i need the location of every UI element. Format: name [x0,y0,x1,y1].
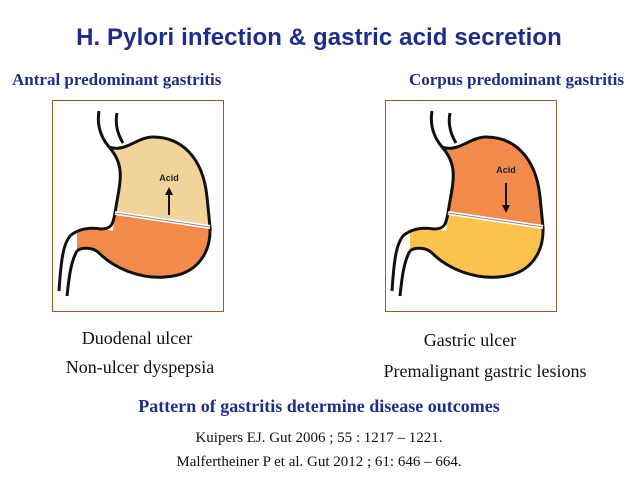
conclusion-text: Pattern of gastritis determine disease o… [138,396,500,416]
esophagus-outer-wall [96,110,111,148]
duodenum-wall [65,250,79,297]
corpus-stomach-panel: Acid [385,100,557,312]
stomach-greater-curvature [75,135,212,279]
region-divider-line [447,212,544,228]
antral-stomach-illustration: Acid [57,110,212,297]
arrow-head [502,205,510,213]
stomach-lesser-curvature [390,145,455,292]
acid-label: Acid [159,173,179,183]
esophagus-inner-wall [114,112,125,144]
duodenum-wall [398,250,412,297]
acid-up-arrow-icon [165,187,173,215]
corpus-stomach-illustration: Acid [390,110,545,297]
gastric-ulcer-text: Gastric ulcer [423,330,517,350]
premalignant-lesions-text: Premalignant gastric lesions [383,361,587,381]
stomach-greater-curvature [408,135,545,279]
acid-label: Acid [496,165,516,175]
slide-title: H. Pylori infection & gastric acid secre… [76,24,562,51]
duodenal-ulcer-text: Duodenal ulcer [81,328,193,348]
reference-kuipers: Kuipers EJ. Gut 2006 ; 55 : 1217 – 1221. [195,430,443,446]
antral-gastritis-heading: Antral predominant gastritis [12,70,222,89]
region-divider-line [114,212,211,228]
stomach-upper-region [109,137,210,227]
corpus-gastritis-heading: Corpus predominant gastritis [408,70,624,89]
reference-malfertheiner: Malfertheiner P et al. Gut 2012 ; 61: 64… [176,454,462,470]
stomach-upper-region [442,137,543,227]
non-ulcer-dyspepsia-text: Non-ulcer dyspepsia [65,357,215,377]
arrow-head [165,187,173,195]
stomach-lesser-curvature [57,145,122,292]
esophagus-outer-wall [429,110,444,148]
esophagus-inner-wall [447,112,458,144]
antral-stomach-panel: Acid [52,100,224,312]
acid-down-arrow-icon [502,183,510,213]
